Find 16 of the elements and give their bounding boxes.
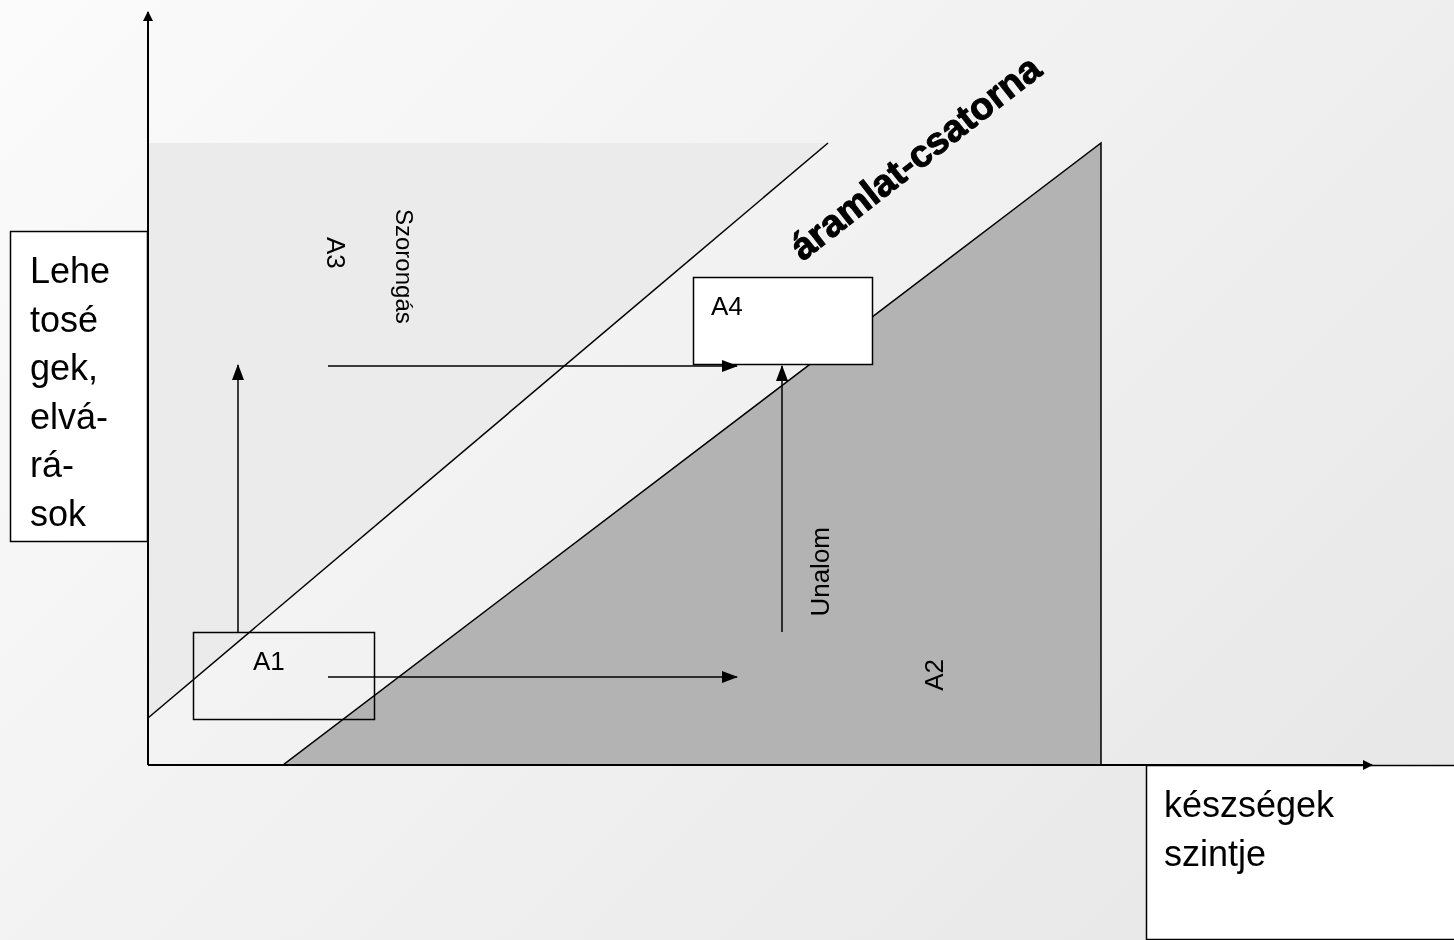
- arrow: [232, 364, 244, 633]
- zone-label: Szorongás: [390, 209, 420, 324]
- arrow: [327, 360, 738, 372]
- axis-label: Lehe tosé gek, elvá- rá- sok: [30, 249, 112, 536]
- zone-label: Unalom: [804, 527, 836, 617]
- state-label: A1: [253, 645, 285, 678]
- state-box: [193, 632, 375, 720]
- arrow: [776, 365, 788, 633]
- axis-label-box: [10, 231, 148, 542]
- region-label: A3: [320, 237, 353, 269]
- axis-label-box: [1146, 765, 1454, 940]
- state-box: [693, 277, 873, 365]
- state-label: A4: [711, 290, 743, 323]
- axis-label: készségek szintje: [1164, 783, 1336, 876]
- arrow: [327, 671, 738, 683]
- region-label: A2: [918, 659, 950, 691]
